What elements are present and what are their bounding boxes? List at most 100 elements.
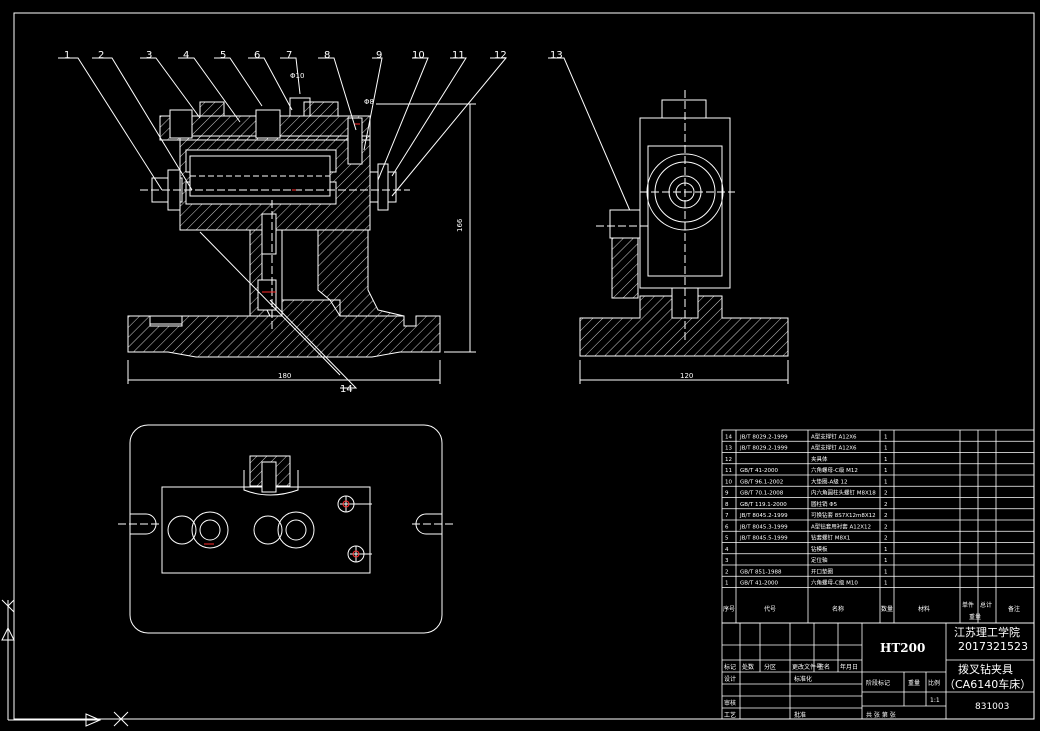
callout-11: 11	[452, 50, 465, 61]
callout-2: 2	[98, 50, 104, 61]
bom-cell-qty: 1	[884, 479, 888, 485]
bom-cell-code: JB/T 8045.5-1999	[739, 536, 788, 542]
front-view-red-marks	[262, 123, 360, 293]
bom-cell-no: 2	[725, 569, 729, 575]
callout-7: 7	[286, 50, 292, 61]
bom-cell-no: 1	[725, 581, 729, 587]
label-sheets: 共 张 第 张	[866, 711, 896, 719]
bom-cell-name: 钻套螺钉 M8X1	[811, 534, 850, 542]
label-review: 审核	[724, 699, 736, 707]
bom-cell-name: 六角螺母-C级 M10	[811, 579, 858, 587]
bom-header-note: 备注	[1008, 605, 1020, 613]
bom-cell-name: 钻模板	[811, 545, 828, 553]
bom-cell-no: 12	[725, 457, 732, 463]
row-label-change: 更改文件号	[792, 663, 822, 671]
ucs-icon	[1, 599, 129, 727]
drawing-name: 拨叉钻夹具	[958, 662, 1013, 676]
bom-header-unit: 单件	[962, 601, 974, 609]
callout-3: 3	[146, 50, 152, 61]
bom-cell-code: JB/T 8029.2-1999	[739, 446, 788, 452]
bom-cell-code: GB/T 70.1-2008	[740, 491, 784, 497]
drawing-border	[13, 12, 1035, 720]
callout-5: 5	[220, 50, 226, 61]
callout-4: 4	[183, 50, 189, 61]
bom-cell-qty: 1	[884, 457, 888, 463]
label-stage: 阶段标记	[866, 679, 890, 687]
bom-header-code: 代号	[764, 605, 776, 613]
callout-1: 1	[64, 50, 70, 61]
bom-cell-no: 13	[725, 446, 732, 452]
bom-cell-qty: 1	[884, 569, 888, 575]
callout-labels: 1 2 3 4 5 6 7 8 9 10 11 12 13 14	[64, 50, 563, 395]
bom-header-qty: 数量	[881, 605, 893, 613]
bom-cell-code: GB/T 96.1-2002	[740, 479, 783, 485]
bom-cell-name: 六角螺母-C级 M12	[811, 466, 858, 474]
bom-cell-no: 9	[725, 491, 729, 497]
bom-cell-qty: 2	[884, 524, 888, 530]
scale: 1:1	[930, 697, 940, 704]
top-view-red-marks	[204, 500, 360, 558]
bom-cell-name: A型支撑钉 A12X6	[811, 432, 857, 440]
bom-cell-qty: 1	[884, 468, 888, 474]
bom-cell-code: GB/T 851-1988	[740, 569, 782, 575]
bom-cell-qty: 1	[884, 434, 888, 440]
material: HT200	[880, 641, 925, 655]
bom-cell-no: 11	[725, 468, 732, 474]
bom-cell-qty: 2	[884, 536, 888, 542]
bom-cell-code: JB/T 8045.3-1999	[739, 524, 788, 530]
title-block	[721, 622, 1035, 720]
bom-cell-no: 8	[725, 502, 729, 508]
bom-cell-no: 4	[725, 547, 729, 553]
row-label-zone: 分区	[764, 663, 776, 671]
bom-cell-name: 大垫圈-A级 12	[811, 477, 848, 485]
bom-cell-name: A型支撑钉 A12X6	[811, 444, 857, 452]
leader-lines	[58, 57, 635, 389]
row-label-mark: 标记	[724, 663, 736, 671]
bom-cell-code: GB/T 41-2000	[740, 468, 778, 474]
callout-10: 10	[412, 50, 425, 61]
label-ratio: 比例	[928, 679, 940, 687]
dim-front-height: 166	[456, 218, 464, 232]
bom-cell-no: 6	[725, 524, 729, 530]
bom-header-total: 总计	[980, 601, 992, 609]
label-standard: 标准化	[794, 675, 812, 683]
label-weight: 重量	[908, 679, 920, 687]
label-approve: 批准	[794, 711, 806, 719]
callout-12: 12	[494, 50, 507, 61]
bom-cell-name: 圆柱销 Φ5	[811, 500, 838, 508]
bom-cell-code: JB/T 8029.2-1999	[739, 434, 788, 440]
dim-side-width: 120	[680, 372, 693, 380]
bom-cell-name: 可换钻套 8S7X12m8X12	[811, 511, 876, 519]
dim-small-b: Φ8	[364, 98, 374, 106]
bom-cell-qty: 1	[884, 547, 888, 553]
bom-cell-name: 内六角圆柱头螺钉 M8X18	[811, 489, 876, 497]
bom-cell-no: 5	[725, 536, 729, 542]
label-design: 设计	[724, 675, 736, 683]
top-view	[118, 424, 454, 634]
bom-cell-code: GB/T 119.1-2000	[740, 502, 787, 508]
callout-6: 6	[254, 50, 260, 61]
dim-front-width: 180	[278, 372, 291, 380]
bom-header-material: 材料	[918, 605, 930, 613]
label-process: 工艺	[724, 711, 736, 719]
student-id: 2017321523	[958, 640, 1028, 653]
bom-cell-qty: 2	[884, 491, 888, 497]
callout-14: 14	[340, 384, 353, 395]
bom-cell-code: GB/T 41-2000	[740, 581, 778, 587]
bom-header-name: 名称	[832, 605, 844, 613]
bom-header-weight: 重量	[969, 613, 981, 621]
drawing-number: 831003	[975, 702, 1009, 712]
row-label-date: 年月日	[840, 663, 858, 671]
title-block-text: HT200 江苏理工学院 2017321523 拨叉钻夹具 （CA6140车床）…	[724, 625, 1031, 719]
bom-cell-qty: 2	[884, 502, 888, 508]
bom-cell-no: 7	[725, 513, 729, 519]
bom-cell-qty: 1	[884, 446, 888, 452]
bom-cell-no: 10	[725, 479, 732, 485]
callout-13: 13	[550, 50, 563, 61]
bom-header-no: 序号	[723, 605, 735, 613]
bom-header: 序号 代号 名称 数量 材料 单件 总计 重量 备注	[723, 601, 1020, 621]
dimension-labels: 180 166 120 Φ10 Φ8	[278, 72, 693, 380]
row-label-sign: 签名	[818, 663, 830, 671]
